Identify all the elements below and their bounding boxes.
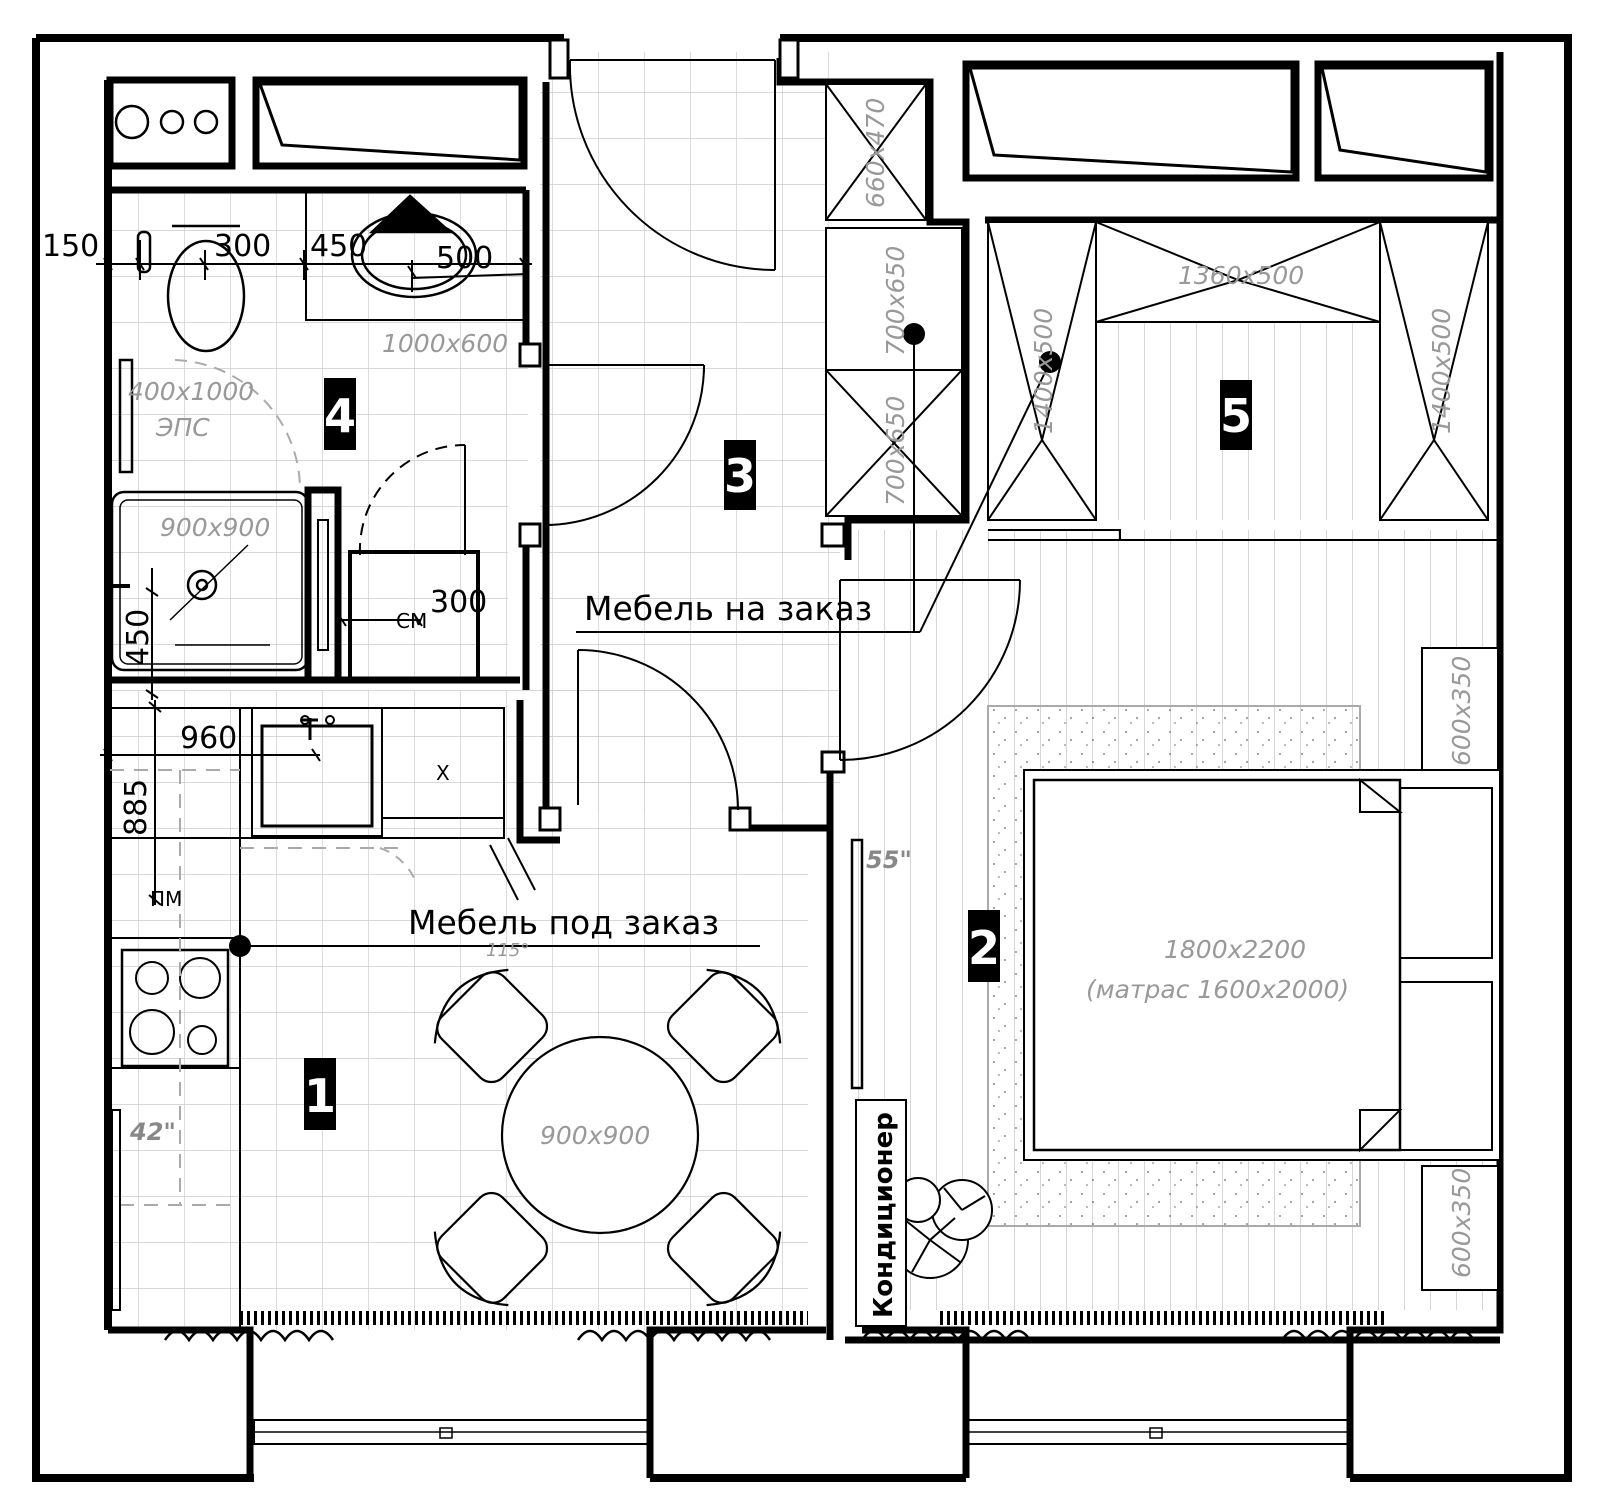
tv-bedroom-size: 55" bbox=[866, 846, 912, 874]
outer-walls bbox=[32, 34, 1572, 1482]
hall-wardrobes bbox=[825, 83, 963, 517]
size-wardrobe-2: 700x650 bbox=[881, 246, 910, 356]
leader-dots bbox=[229, 323, 1061, 957]
air-conditioner-box bbox=[855, 1099, 907, 1327]
note-air-conditioner: Кондиционер bbox=[869, 1112, 899, 1318]
bathroom-fixtures bbox=[110, 191, 527, 684]
size-wardrobe-left: 1400x500 bbox=[1029, 308, 1058, 434]
size-table: 900x900 bbox=[540, 1121, 650, 1150]
room-1-number: 1 bbox=[304, 1069, 336, 1123]
room-4-number: 4 bbox=[324, 389, 356, 443]
dim-885: 885 bbox=[119, 779, 154, 836]
room-2-number: 2 bbox=[968, 921, 1000, 975]
dim-960: 960 bbox=[180, 721, 237, 756]
size-nightstand-top: 600x350 bbox=[1447, 656, 1476, 766]
size-bed: 1800x2200 bbox=[1164, 935, 1306, 964]
room-3-number: 3 bbox=[724, 449, 756, 503]
dim-450-side: 450 bbox=[121, 609, 156, 666]
size-eps: 400x1000 bbox=[128, 377, 254, 406]
dim-450-top: 450 bbox=[310, 229, 367, 264]
tv-kitchen-size: 42" bbox=[129, 1118, 176, 1146]
room-badges bbox=[304, 378, 1252, 1130]
dining-set bbox=[433, 968, 782, 1307]
size-wardrobe-top: 1360x500 bbox=[1178, 261, 1304, 290]
label-dishwasher: ПМ bbox=[150, 887, 182, 911]
kitchen-shelf-units bbox=[106, 60, 1494, 182]
size-nightstand-bottom: 600x350 bbox=[1447, 1168, 1476, 1278]
label-washing-machine: СМ bbox=[396, 609, 427, 633]
leader-lines bbox=[240, 334, 1051, 947]
size-mattress: (матрас 1600x2000) bbox=[1086, 975, 1349, 1004]
size-bath-vanity: 1000x600 bbox=[382, 329, 508, 358]
dim-150: 150 bbox=[42, 229, 99, 264]
note-custom-furniture-kitchen: Мебель под заказ bbox=[408, 903, 719, 942]
dim-angle: 115° bbox=[486, 940, 529, 961]
size-wardrobe-1: 660x470 bbox=[861, 98, 890, 208]
note-custom-furniture-hall: Мебель на заказ bbox=[584, 589, 872, 628]
size-shower: 900x900 bbox=[160, 513, 270, 542]
dim-300-wc: 300 bbox=[214, 229, 271, 264]
size-wardrobe-3: 700x650 bbox=[881, 396, 910, 506]
label-fridge: X bbox=[436, 761, 450, 785]
curtains bbox=[163, 1311, 1476, 1343]
wall-joints bbox=[518, 38, 846, 832]
label-eps: ЭПС bbox=[155, 413, 210, 442]
dimension-lines bbox=[96, 240, 532, 906]
dim-500: 500 bbox=[436, 241, 493, 276]
bedroom-furniture bbox=[850, 647, 1501, 1291]
dim-300-sm: 300 bbox=[430, 585, 487, 620]
size-wardrobe-right: 1400x500 bbox=[1427, 308, 1456, 434]
room-5-number: 5 bbox=[1220, 389, 1252, 443]
bedroom-wardrobes bbox=[987, 221, 1500, 541]
kitchen-counters bbox=[109, 707, 536, 1331]
doors bbox=[174, 59, 1021, 811]
